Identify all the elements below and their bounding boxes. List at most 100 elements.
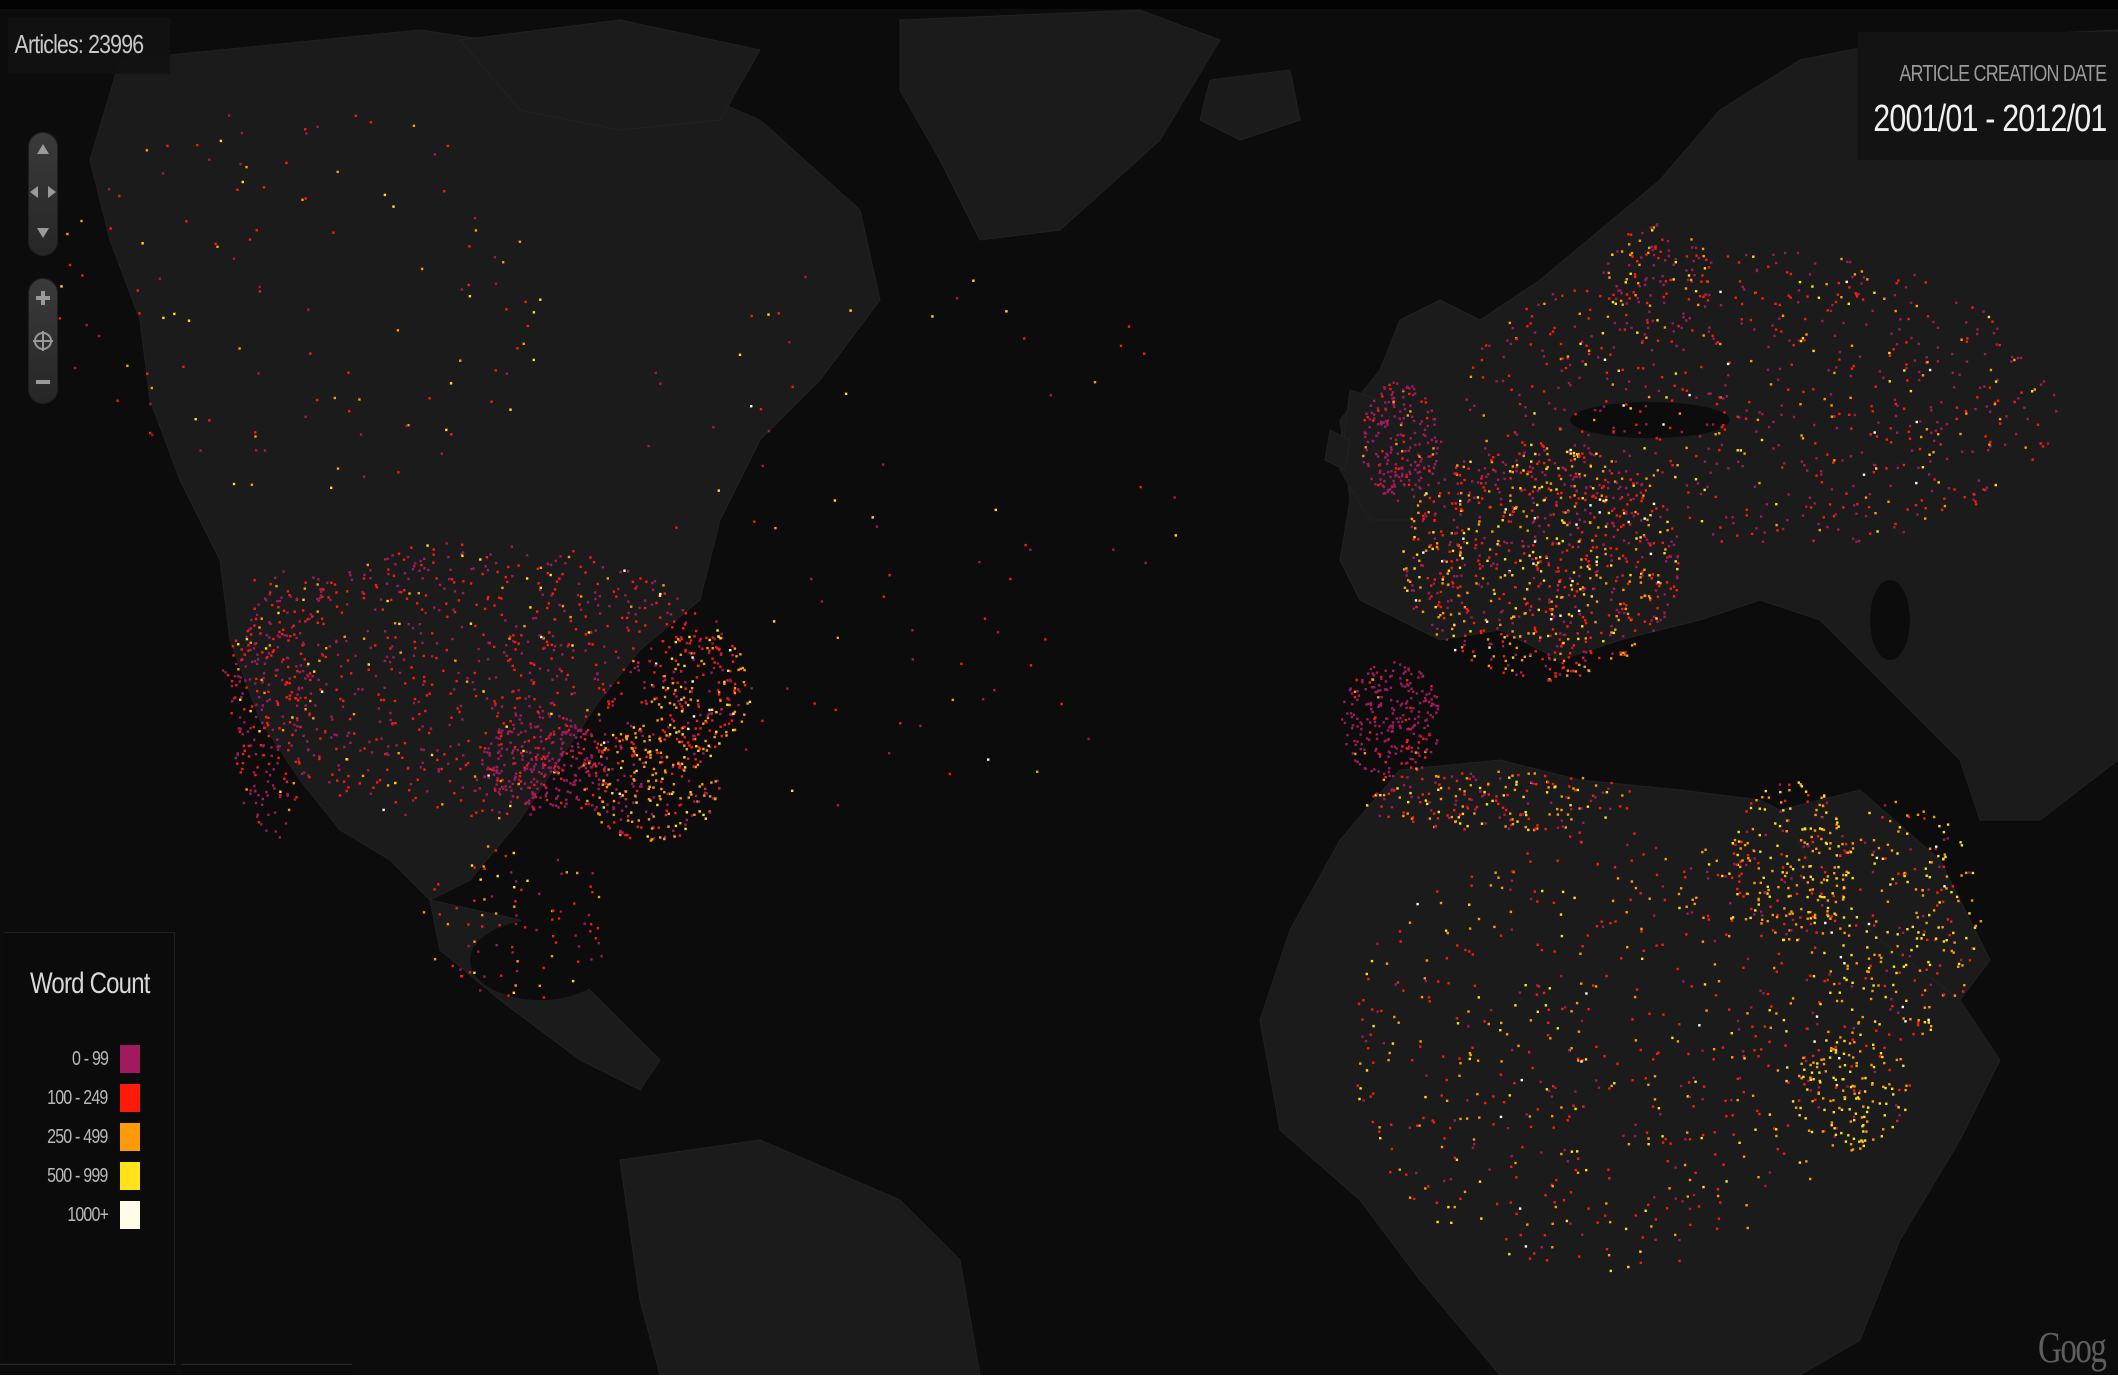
article-marker: [250, 618, 253, 622]
article-marker: [1454, 820, 1457, 824]
article-marker: [1405, 747, 1409, 750]
article-marker: [1821, 804, 1825, 807]
article-marker: [1483, 793, 1486, 796]
article-marker: [733, 647, 737, 650]
article-marker: [1971, 947, 1974, 950]
article-marker: [1669, 278, 1672, 282]
article-marker: [556, 858, 560, 862]
article-marker: [1388, 774, 1391, 778]
article-marker: [1490, 564, 1493, 567]
article-marker: [1564, 511, 1567, 514]
article-marker: [663, 730, 667, 734]
article-marker: [588, 774, 591, 777]
article-marker: [677, 730, 681, 733]
article-marker: [1767, 796, 1771, 799]
article-marker: [632, 742, 635, 746]
article-marker: [1557, 542, 1561, 545]
article-marker: [1697, 303, 1700, 307]
article-marker: [1430, 809, 1433, 812]
article-marker: [720, 652, 723, 655]
article-marker: [1412, 495, 1416, 498]
article-marker: [556, 674, 559, 678]
article-marker: [612, 590, 616, 593]
article-marker: [1393, 415, 1396, 418]
article-marker: [1385, 462, 1389, 465]
article-marker: [680, 762, 684, 766]
article-marker: [560, 733, 564, 736]
article-marker: [1459, 554, 1462, 557]
article-marker: [474, 694, 478, 698]
article-marker: [1619, 299, 1623, 303]
article-marker: [1757, 898, 1760, 902]
article-marker: [455, 907, 458, 910]
article-marker: [1707, 266, 1711, 269]
article-marker: [1746, 1226, 1749, 1230]
article-marker: [1685, 319, 1688, 322]
article-marker: [579, 595, 583, 598]
article-marker: [1348, 688, 1352, 692]
article-marker: [1728, 872, 1731, 875]
article-marker: [509, 800, 513, 804]
article-marker: [548, 715, 551, 718]
article-marker: [453, 590, 457, 593]
article-marker: [1998, 422, 2002, 425]
article-marker: [1378, 463, 1382, 466]
article-marker: [536, 753, 539, 757]
article-marker: [1634, 294, 1637, 297]
article-marker: [679, 670, 683, 673]
article-marker: [1461, 557, 1464, 560]
article-marker: [1576, 1057, 1580, 1060]
article-marker: [572, 550, 575, 553]
article-marker: [1796, 938, 1799, 942]
article-marker: [1584, 558, 1587, 561]
article-marker: [718, 787, 721, 790]
article-marker: [1788, 789, 1791, 792]
article-marker: [421, 641, 424, 645]
article-marker: [1616, 528, 1619, 532]
article-marker: [1758, 833, 1761, 837]
article-marker: [650, 813, 654, 816]
article-marker: [542, 996, 546, 999]
article-marker: [406, 556, 410, 559]
article-marker: [1427, 511, 1430, 514]
article-marker: [325, 647, 328, 650]
article-marker: [1537, 303, 1540, 306]
article-marker: [1928, 453, 1931, 456]
article-marker: [301, 609, 305, 612]
article-marker: [461, 786, 464, 789]
article-marker: [1403, 666, 1407, 669]
article-marker: [289, 635, 292, 638]
article-marker: [1951, 352, 1954, 356]
article-marker: [412, 676, 415, 680]
article-marker: [617, 587, 620, 591]
article-marker: [276, 668, 279, 672]
article-marker: [1618, 328, 1622, 331]
article-marker: [714, 780, 717, 783]
article-marker: [529, 768, 532, 771]
article-marker: [1674, 258, 1677, 261]
article-marker: [479, 989, 482, 992]
article-marker: [548, 734, 551, 738]
article-marker: [619, 795, 622, 799]
article-marker: [1891, 877, 1894, 881]
article-marker: [1838, 412, 1841, 416]
article-marker: [1574, 670, 1577, 673]
article-marker: [1386, 459, 1390, 462]
article-marker: [1419, 586, 1422, 589]
article-marker: [1761, 297, 1764, 300]
article-marker: [1687, 506, 1690, 509]
article-marker: [1618, 611, 1621, 614]
article-marker: [1895, 971, 1898, 975]
article-marker: [579, 735, 583, 739]
article-marker: [674, 667, 677, 671]
article-marker: [1534, 535, 1537, 538]
article-marker: [563, 609, 566, 613]
article-marker: [615, 595, 618, 598]
article-marker: [1396, 787, 1399, 790]
article-marker: [367, 663, 370, 666]
article-marker: [532, 806, 535, 810]
article-marker: [1781, 527, 1785, 531]
article-marker: [1885, 969, 1888, 972]
article-marker: [1624, 1227, 1628, 1231]
